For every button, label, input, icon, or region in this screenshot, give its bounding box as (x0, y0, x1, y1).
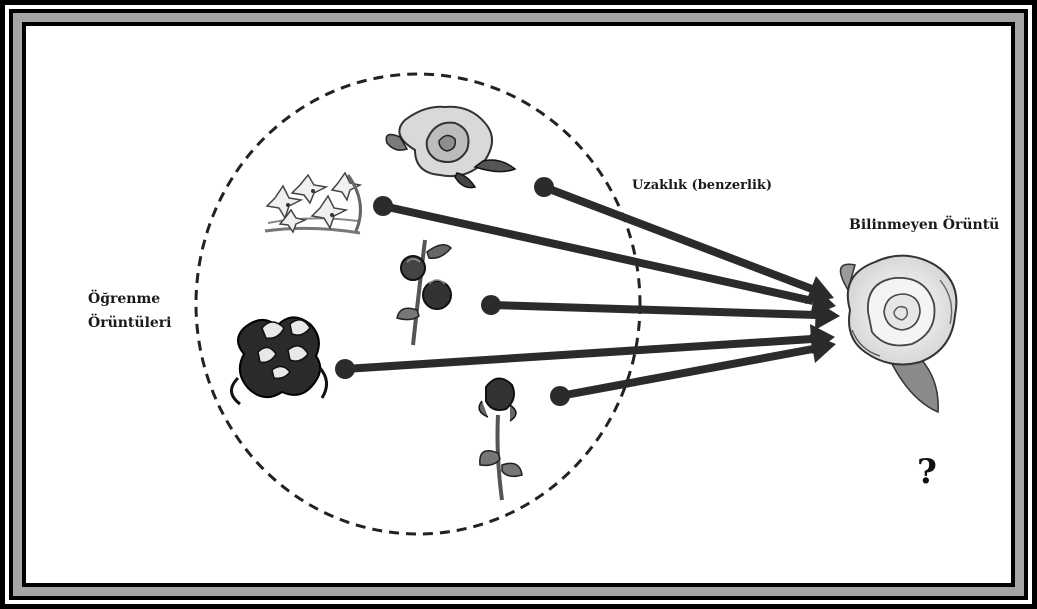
question-mark: ? (917, 452, 937, 492)
distance-similarity-label: Uzaklık (benzerlik) (632, 178, 772, 193)
learning-label-line2: Örüntüleri (88, 311, 172, 335)
unknown-pattern-label: Bilinmeyen Örüntü (849, 217, 999, 233)
learning-label-line1: Öğrenme (88, 287, 172, 311)
learning-patterns-label: Öğrenme Örüntüleri (88, 287, 172, 335)
